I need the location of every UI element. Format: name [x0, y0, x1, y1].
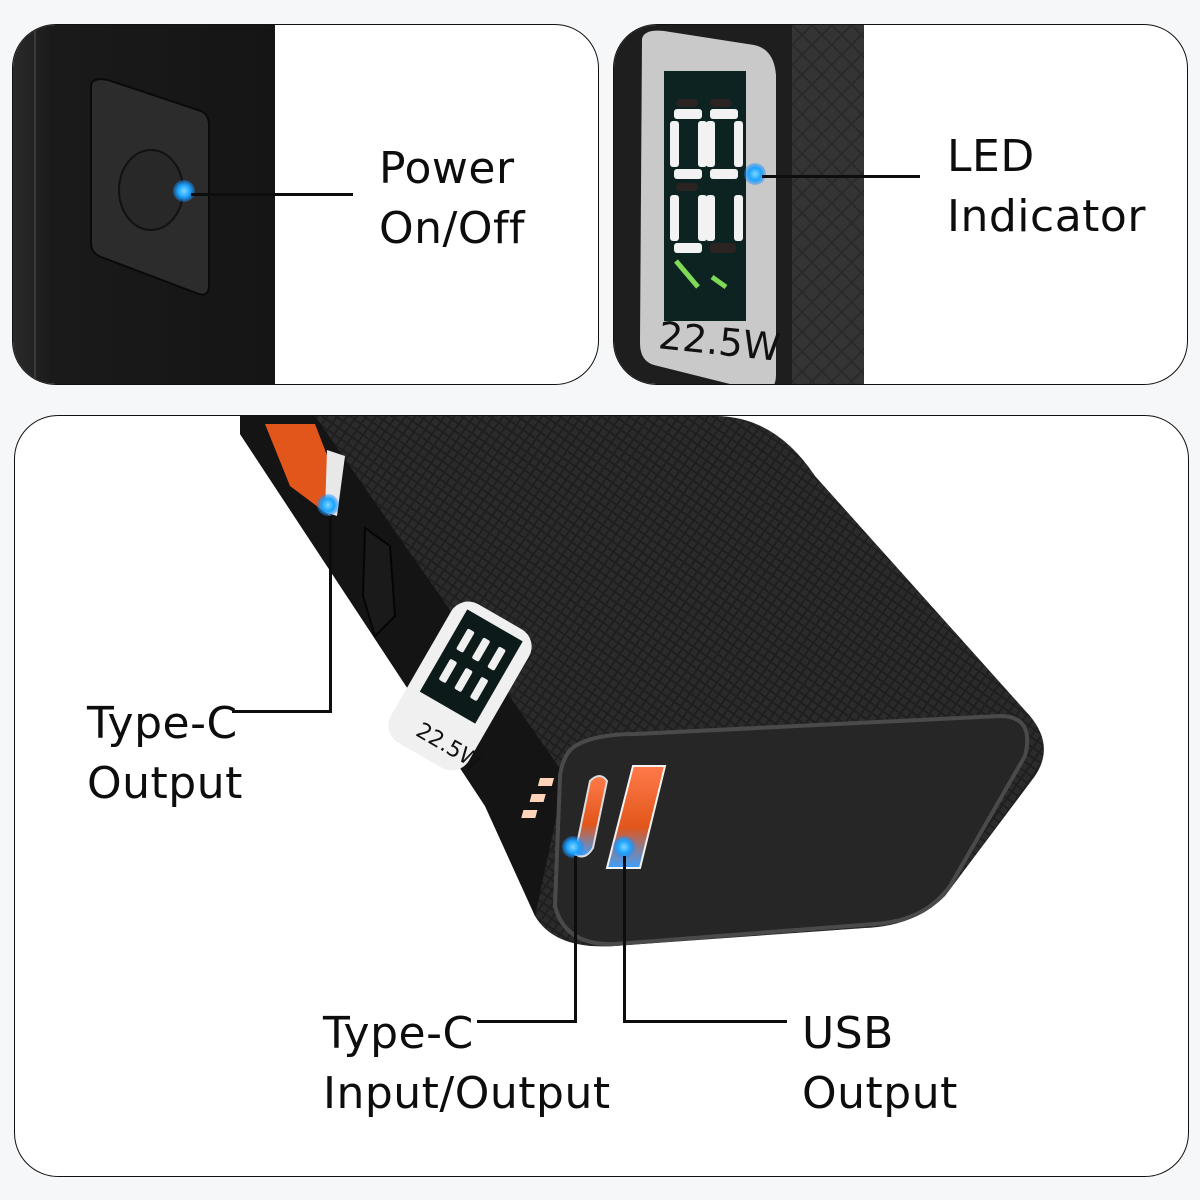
led-indicator-panel: 22.5W LED Indicator	[613, 24, 1188, 385]
power-button-illustration	[13, 25, 275, 384]
ports-panel: 22.5W Type-C Output	[14, 415, 1189, 1177]
typec-io-label: Type-C Input/Output	[323, 1008, 611, 1119]
side-lcd: 22.5W	[388, 601, 532, 775]
typec-output-callout-vertical	[329, 516, 332, 713]
usb-callout-vertical	[623, 856, 626, 1023]
usb-callout-horizontal	[623, 1020, 787, 1023]
usb-output-label: USB Output	[802, 1008, 958, 1119]
device-side-edge	[240, 416, 565, 916]
typec-io-callout-vertical	[574, 856, 577, 1023]
lcd-status-icons	[674, 259, 728, 290]
end-cap	[552, 713, 1030, 947]
power-callout-line	[191, 193, 353, 196]
typec-output-glow-icon	[317, 494, 339, 516]
typec-output-callout-horizontal	[232, 710, 332, 713]
textured-surface	[792, 25, 864, 384]
led-glow-icon	[744, 163, 766, 185]
typec-io-callout-horizontal	[477, 1020, 577, 1023]
power-bank-illustration: 22.5W	[240, 416, 1044, 947]
lcd-digits	[670, 109, 743, 253]
led-illustration: 22.5W	[614, 25, 864, 384]
led-label: LED Indicator	[947, 131, 1146, 242]
side-power-button[interactable]	[361, 526, 397, 638]
led-callout-line	[762, 175, 920, 178]
typec-io-glow-icon	[562, 836, 584, 858]
power-label: Power On/Off	[379, 143, 525, 254]
typec-output-label: Type-C Output	[87, 698, 243, 809]
side-typec-plug	[265, 424, 335, 516]
power-button-panel: Power On/Off	[12, 24, 599, 385]
usb-glow-icon	[613, 836, 635, 858]
power-glow-icon	[173, 180, 195, 202]
